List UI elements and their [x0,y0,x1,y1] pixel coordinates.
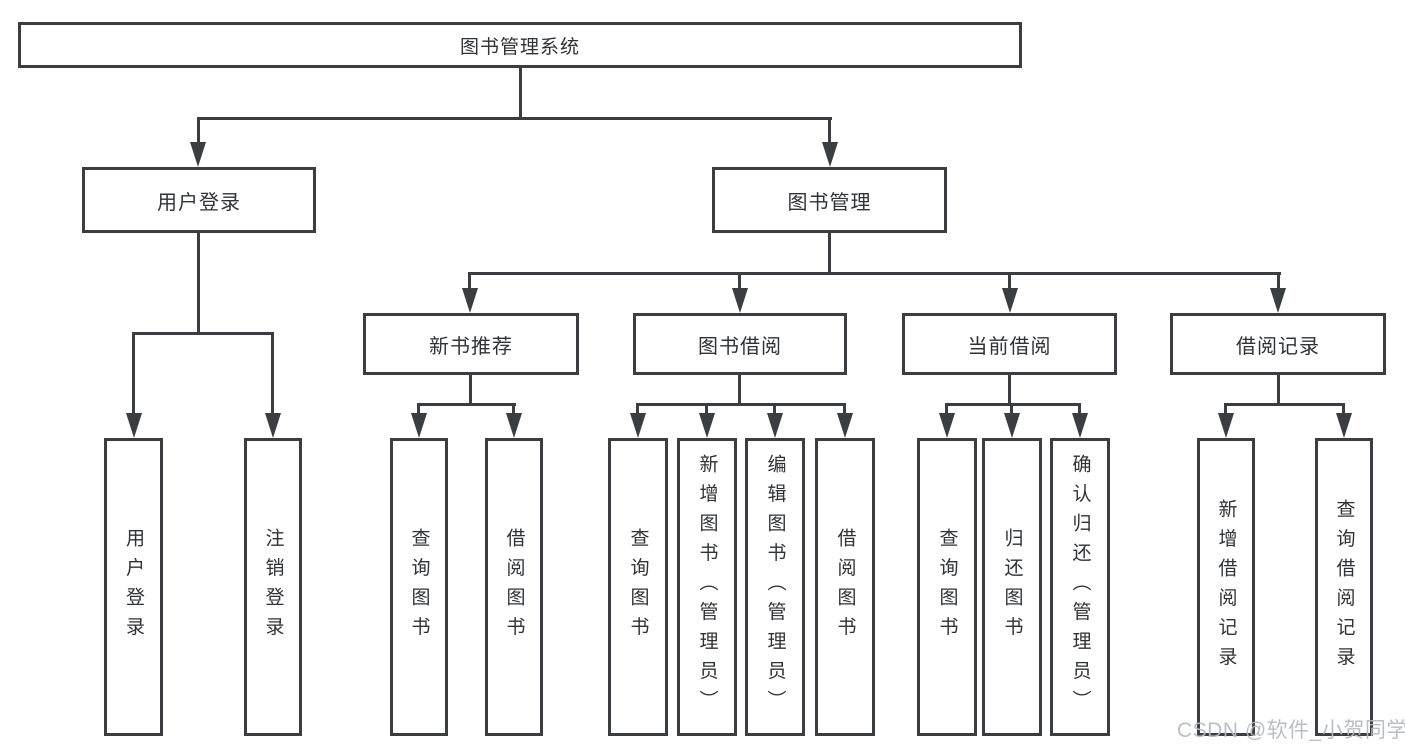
node-user-login-branch: 用户登录 [82,167,316,233]
arrow-down-icon [1004,413,1020,438]
connector-bb-drop [843,406,846,414]
connector-root-stem [519,68,522,120]
node-new-book-recommend-label: 新书推荐 [429,335,513,358]
node-user-login-leaf-label: 用户登录 [123,528,144,646]
arrow-down-icon [506,413,522,438]
connector-user-login-drop [197,120,200,143]
arrow-down-icon [732,288,748,313]
node-bb-query-book: 查询图书 [608,438,668,736]
node-root-label: 图书管理系统 [459,36,580,58]
connector-user-login-stem [197,233,200,335]
arrow-down-icon [630,413,646,438]
connector-nbr-drop [512,406,515,414]
node-bb-borrow-book-label: 借阅图书 [834,528,856,646]
node-cb-return-book-label: 归还图书 [1001,528,1023,646]
node-new-book-recommend: 新书推荐 [363,313,579,375]
connector-bb-drop [705,406,708,414]
watermark: CSDN @软件_小贺同学 [1177,719,1405,742]
node-br-query-record-label: 查询借阅记录 [1333,498,1355,676]
arrow-down-icon [462,288,478,313]
arrow-down-icon [411,413,427,438]
connector-cb-drop [945,406,948,414]
node-cb-return-book: 归还图书 [982,438,1042,736]
connector-bb-stem [738,375,741,406]
connector-book-mgmt-stem [828,233,831,275]
node-cb-query-book-label: 查询图书 [936,528,958,646]
arrow-down-icon [699,413,715,438]
node-nbr-borrow-book-label: 借阅图书 [503,528,525,646]
connector-new-book-drop [468,275,471,289]
node-borrow-record: 借阅记录 [1170,313,1386,375]
node-bb-query-book-label: 查询图书 [627,528,649,646]
node-cb-confirm-return-admin: 确认归还（管理员） [1050,438,1110,736]
node-bb-edit-book-admin-label: 编辑图书（管理员） [764,454,786,720]
connector-nbr-rail [417,403,516,406]
node-cb-query-book: 查询图书 [917,438,977,736]
connector-nbr-drop [417,406,420,414]
connector-bb-drop [773,406,776,414]
connector-cb-stem [1008,375,1011,406]
node-logout-leaf-label: 注销登录 [262,528,284,646]
arrow-down-icon [939,413,955,438]
connector-current-borrow-drop [1008,275,1011,289]
node-current-borrow: 当前借阅 [902,313,1117,375]
connector-book-mgmt-drop [828,120,831,143]
arrow-down-icon [265,413,281,438]
connector-borrow-record-drop [1277,275,1280,289]
arrow-down-icon [1336,413,1352,438]
arrow-down-icon [1002,288,1018,313]
node-bb-add-book-admin-label: 新增图书（管理员） [696,454,718,720]
node-br-add-record: 新增借阅记录 [1197,438,1255,736]
arrow-down-icon [1218,413,1234,438]
arrow-down-icon [837,413,853,438]
node-book-borrow-label: 图书借阅 [698,335,782,358]
arrow-down-icon [1270,288,1286,313]
connector-bb-rail [636,403,846,406]
connector-logout-leaf-drop [271,335,274,413]
connector-br-drop [1342,406,1345,414]
arrow-down-icon [190,142,206,167]
connector-nbr-stem [469,375,472,406]
node-nbr-query-book-label: 查询图书 [408,528,430,646]
connector-cb-drop [1010,406,1013,414]
node-user-login-leaf: 用户登录 [104,438,163,736]
connector-br-rail [1224,403,1345,406]
node-root: 图书管理系统 [18,22,1022,68]
connector-login-leaf-drop [132,335,135,413]
node-current-borrow-label: 当前借阅 [967,335,1052,358]
node-logout-leaf: 注销登录 [244,438,302,736]
connector-cb-rail [945,403,1081,406]
arrow-down-icon [767,413,783,438]
connector-cb-drop [1078,406,1081,414]
node-book-borrow: 图书借阅 [633,313,847,375]
node-bb-edit-book-admin: 编辑图书（管理员） [745,438,805,736]
node-bb-add-book-admin: 新增图书（管理员） [677,438,737,736]
node-nbr-borrow-book: 借阅图书 [485,438,543,736]
connector-bb-drop [636,406,639,414]
arrow-down-icon [1072,413,1088,438]
connector-br-stem [1277,375,1280,406]
node-br-add-record-label: 新增借阅记录 [1215,498,1237,676]
connector-user-login-rail [132,332,274,335]
node-user-login-branch-label: 用户登录 [157,191,241,214]
node-nbr-query-book: 查询图书 [390,438,448,736]
node-bb-borrow-book: 借阅图书 [815,438,875,736]
connector-br-drop [1224,406,1227,414]
node-book-management-branch-label: 图书管理 [787,191,872,214]
connector-book-borrow-drop [738,275,741,289]
node-cb-confirm-return-admin-label: 确认归还（管理员） [1069,454,1091,720]
node-borrow-record-label: 借阅记录 [1236,335,1320,358]
arrow-down-icon [822,142,838,167]
node-br-query-record: 查询借阅记录 [1315,438,1373,736]
connector-level2-rail [468,272,1281,275]
node-book-management-branch: 图书管理 [712,167,947,233]
connector-level1-rail [197,117,832,120]
arrow-down-icon [126,413,142,438]
